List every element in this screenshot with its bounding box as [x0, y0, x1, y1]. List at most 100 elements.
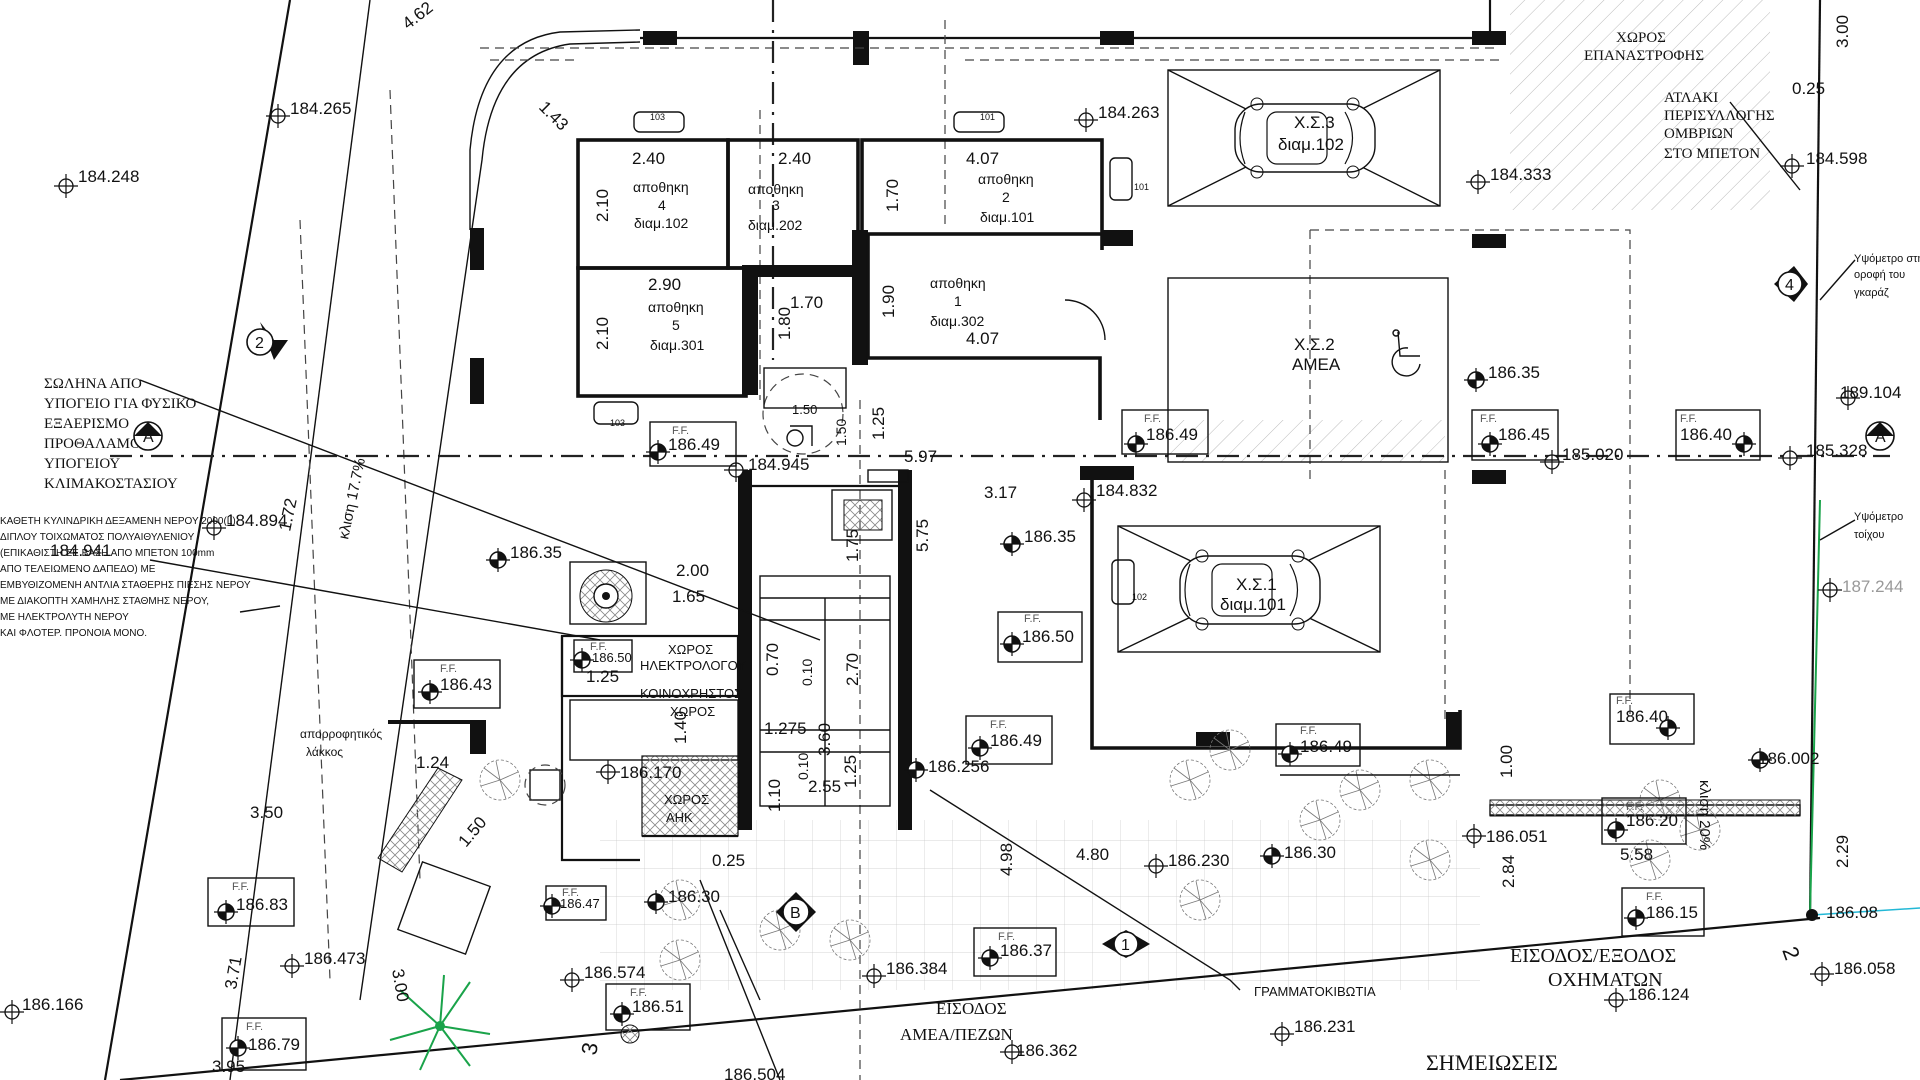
- svg-text:2.84: 2.84: [1499, 855, 1518, 888]
- svg-text:4.98: 4.98: [997, 843, 1016, 876]
- svg-text:ΚΛΙΜΑΚΟΣΤΑΣΙΟΥ: ΚΛΙΜΑΚΟΣΤΑΣΙΟΥ: [44, 476, 178, 492]
- service-walls: [560, 636, 738, 862]
- parking-bay-2: [1167, 277, 1449, 463]
- svg-text:2.29: 2.29: [1833, 835, 1852, 868]
- leader-tank: [149, 559, 601, 641]
- column: [470, 720, 486, 754]
- svg-text:ΗΛΕΚΤΡΟΛΟΓΟΥ: ΗΛΕΚΤΡΟΛΟΓΟΥ: [640, 658, 746, 673]
- svg-text:186.51: 186.51: [632, 997, 684, 1016]
- svg-text:1.10: 1.10: [765, 779, 784, 812]
- svg-text:αποθηκη: αποθηκη: [633, 179, 689, 195]
- svg-text:184.263: 184.263: [1098, 103, 1159, 122]
- svg-text:5: 5: [672, 317, 680, 333]
- svg-text:4.07: 4.07: [966, 329, 999, 348]
- svg-text:185.328: 185.328: [1806, 441, 1867, 460]
- column: [470, 228, 484, 270]
- boundary-east: [1808, 0, 1822, 919]
- svg-text:τοίχου: τοίχου: [1854, 529, 1884, 541]
- drain-icon: [620, 1024, 640, 1044]
- svg-text:ΟΜΒΡΙΩΝ: ΟΜΒΡΙΩΝ: [1664, 126, 1734, 142]
- ff-box: F.F.186.43: [413, 659, 501, 709]
- column: [1100, 466, 1134, 480]
- stair-core: [738, 367, 912, 830]
- svg-text:2.00: 2.00: [676, 561, 709, 580]
- svg-text:4.62: 4.62: [399, 0, 437, 33]
- svg-text:1.275: 1.275: [764, 719, 807, 738]
- svg-text:0.25: 0.25: [712, 851, 745, 870]
- level-marker: 186.166: [0, 995, 83, 1025]
- svg-text:1.50: 1.50: [455, 813, 491, 851]
- svg-text:184.945: 184.945: [748, 455, 809, 474]
- svg-text:F.F.: F.F.: [998, 931, 1015, 943]
- svg-text:1.43: 1.43: [535, 97, 572, 134]
- svg-text:διαμ.101: διαμ.101: [1220, 595, 1286, 614]
- svg-text:4: 4: [1785, 277, 1794, 294]
- column: [1080, 466, 1100, 480]
- svg-text:1.75: 1.75: [843, 529, 862, 562]
- svg-text:2.90: 2.90: [648, 275, 681, 294]
- svg-text:185.020: 185.020: [1562, 445, 1623, 464]
- svg-text:186.574: 186.574: [584, 963, 645, 982]
- storage-block: [576, 138, 1133, 420]
- svg-text:184.941: 184.941: [50, 541, 111, 560]
- svg-text:F.F.: F.F.: [1480, 413, 1497, 425]
- svg-text:διαμ.102: διαμ.102: [1278, 135, 1344, 154]
- level-marker: 189.104: [1835, 383, 1901, 411]
- curved-wall: [469, 29, 641, 230]
- svg-text:ΚΑΙ ΦΛΟΤΕΡ. ΠΡΟΝΟΙΑ ΜΟΝΟ.: ΚΑΙ ΦΛΟΤΕΡ. ΠΡΟΝΟΙΑ ΜΟΝΟ.: [0, 628, 147, 639]
- svg-text:186.35: 186.35: [1024, 527, 1076, 546]
- svg-text:ΔΙΠΛΟΥ ΤΟΙΧΩΜΑΤΟΣ ΠΟΛΥΑΙΘΥΛΕΝΙ: ΔΙΠΛΟΥ ΤΟΙΧΩΜΑΤΟΣ ΠΟΛΥΑΙΘΥΛΕΝΙΟΥ: [0, 532, 195, 543]
- svg-text:ΣΩΛΗΝΑ ΑΠΟ: ΣΩΛΗΝΑ ΑΠΟ: [44, 376, 142, 392]
- svg-text:186.20: 186.20: [1626, 811, 1678, 830]
- svg-text:ΠΡΟΘΑΛΑΜΟΥ: ΠΡΟΘΑΛΑΜΟΥ: [44, 436, 151, 452]
- svg-text:ΥΠΟΓΕΙΟ ΓΙΑ ΦΥΣΙΚΟ: ΥΠΟΓΕΙΟ ΓΙΑ ΦΥΣΙΚΟ: [44, 396, 197, 412]
- section-marker-a-right: A: [1865, 421, 1895, 451]
- svg-text:103: 103: [610, 418, 625, 428]
- svg-text:1.00: 1.00: [1497, 745, 1516, 778]
- ff-box: F.F.186.49: [645, 421, 737, 467]
- construction-line: [1309, 229, 1631, 720]
- svg-text:ΑΤΛΑΚΙ: ΑΤΛΑΚΙ: [1664, 90, 1718, 106]
- svg-text:ΣΗΜΕΙΩΣΕΙΣ: ΣΗΜΕΙΩΣΕΙΣ: [1426, 1050, 1558, 1075]
- svg-text:F.F.: F.F.: [562, 887, 579, 899]
- leader-mailbox: [929, 789, 1241, 991]
- svg-text:186.256: 186.256: [928, 757, 989, 776]
- svg-text:4.80: 4.80: [1076, 845, 1109, 864]
- ff-box: F.F.186.50: [569, 639, 633, 673]
- boundary-south: [119, 916, 1821, 1080]
- column: [1472, 470, 1506, 484]
- manhole-circle: [524, 764, 566, 806]
- svg-text:1: 1: [1121, 937, 1130, 954]
- level-marker: 186.35: [999, 527, 1076, 557]
- level-marker: 184.248: [53, 167, 139, 199]
- svg-text:186.49: 186.49: [668, 435, 720, 454]
- svg-text:186.37: 186.37: [1000, 941, 1052, 960]
- manhole: [529, 769, 561, 801]
- svg-text:186.40: 186.40: [1616, 707, 1668, 726]
- level-marker: 186.231: [1269, 1017, 1355, 1047]
- level-marker: 186.002: [1747, 747, 1819, 773]
- svg-text:3.00: 3.00: [388, 967, 412, 1003]
- boundary-west-inner: [229, 0, 371, 1080]
- svg-text:186.051: 186.051: [1486, 827, 1547, 846]
- ff-box: F.F.186.40: [1675, 409, 1761, 461]
- svg-text:ΕΙΣΟΔΟΣ: ΕΙΣΟΔΟΣ: [936, 999, 1007, 1018]
- svg-text:διαμ.301: διαμ.301: [650, 337, 705, 353]
- svg-text:αποθηκη: αποθηκη: [648, 299, 704, 315]
- svg-text:1.72: 1.72: [275, 497, 300, 533]
- svg-text:186.002: 186.002: [1758, 749, 1819, 768]
- level-marker: 186.35: [1463, 363, 1540, 393]
- ff-box: F.F.186.40: [1609, 693, 1695, 745]
- svg-text:186.504: 186.504: [724, 1065, 785, 1080]
- ff-box: F.F.186.45: [1471, 409, 1559, 461]
- section-marker-a-left: A: [133, 421, 163, 451]
- svg-text:186.124: 186.124: [1628, 985, 1689, 1004]
- svg-text:F.F.: F.F.: [672, 425, 689, 437]
- svg-text:ΧΩΡΟΣ: ΧΩΡΟΣ: [668, 642, 713, 657]
- svg-text:186.30: 186.30: [668, 887, 720, 906]
- svg-text:1.24: 1.24: [416, 753, 449, 772]
- svg-text:1.25: 1.25: [586, 667, 619, 686]
- svg-text:4.07: 4.07: [966, 149, 999, 168]
- svg-text:ΕΠΑΝΑΣΤΡΟΦΗΣ: ΕΠΑΝΑΣΤΡΟΦΗΣ: [1584, 48, 1704, 64]
